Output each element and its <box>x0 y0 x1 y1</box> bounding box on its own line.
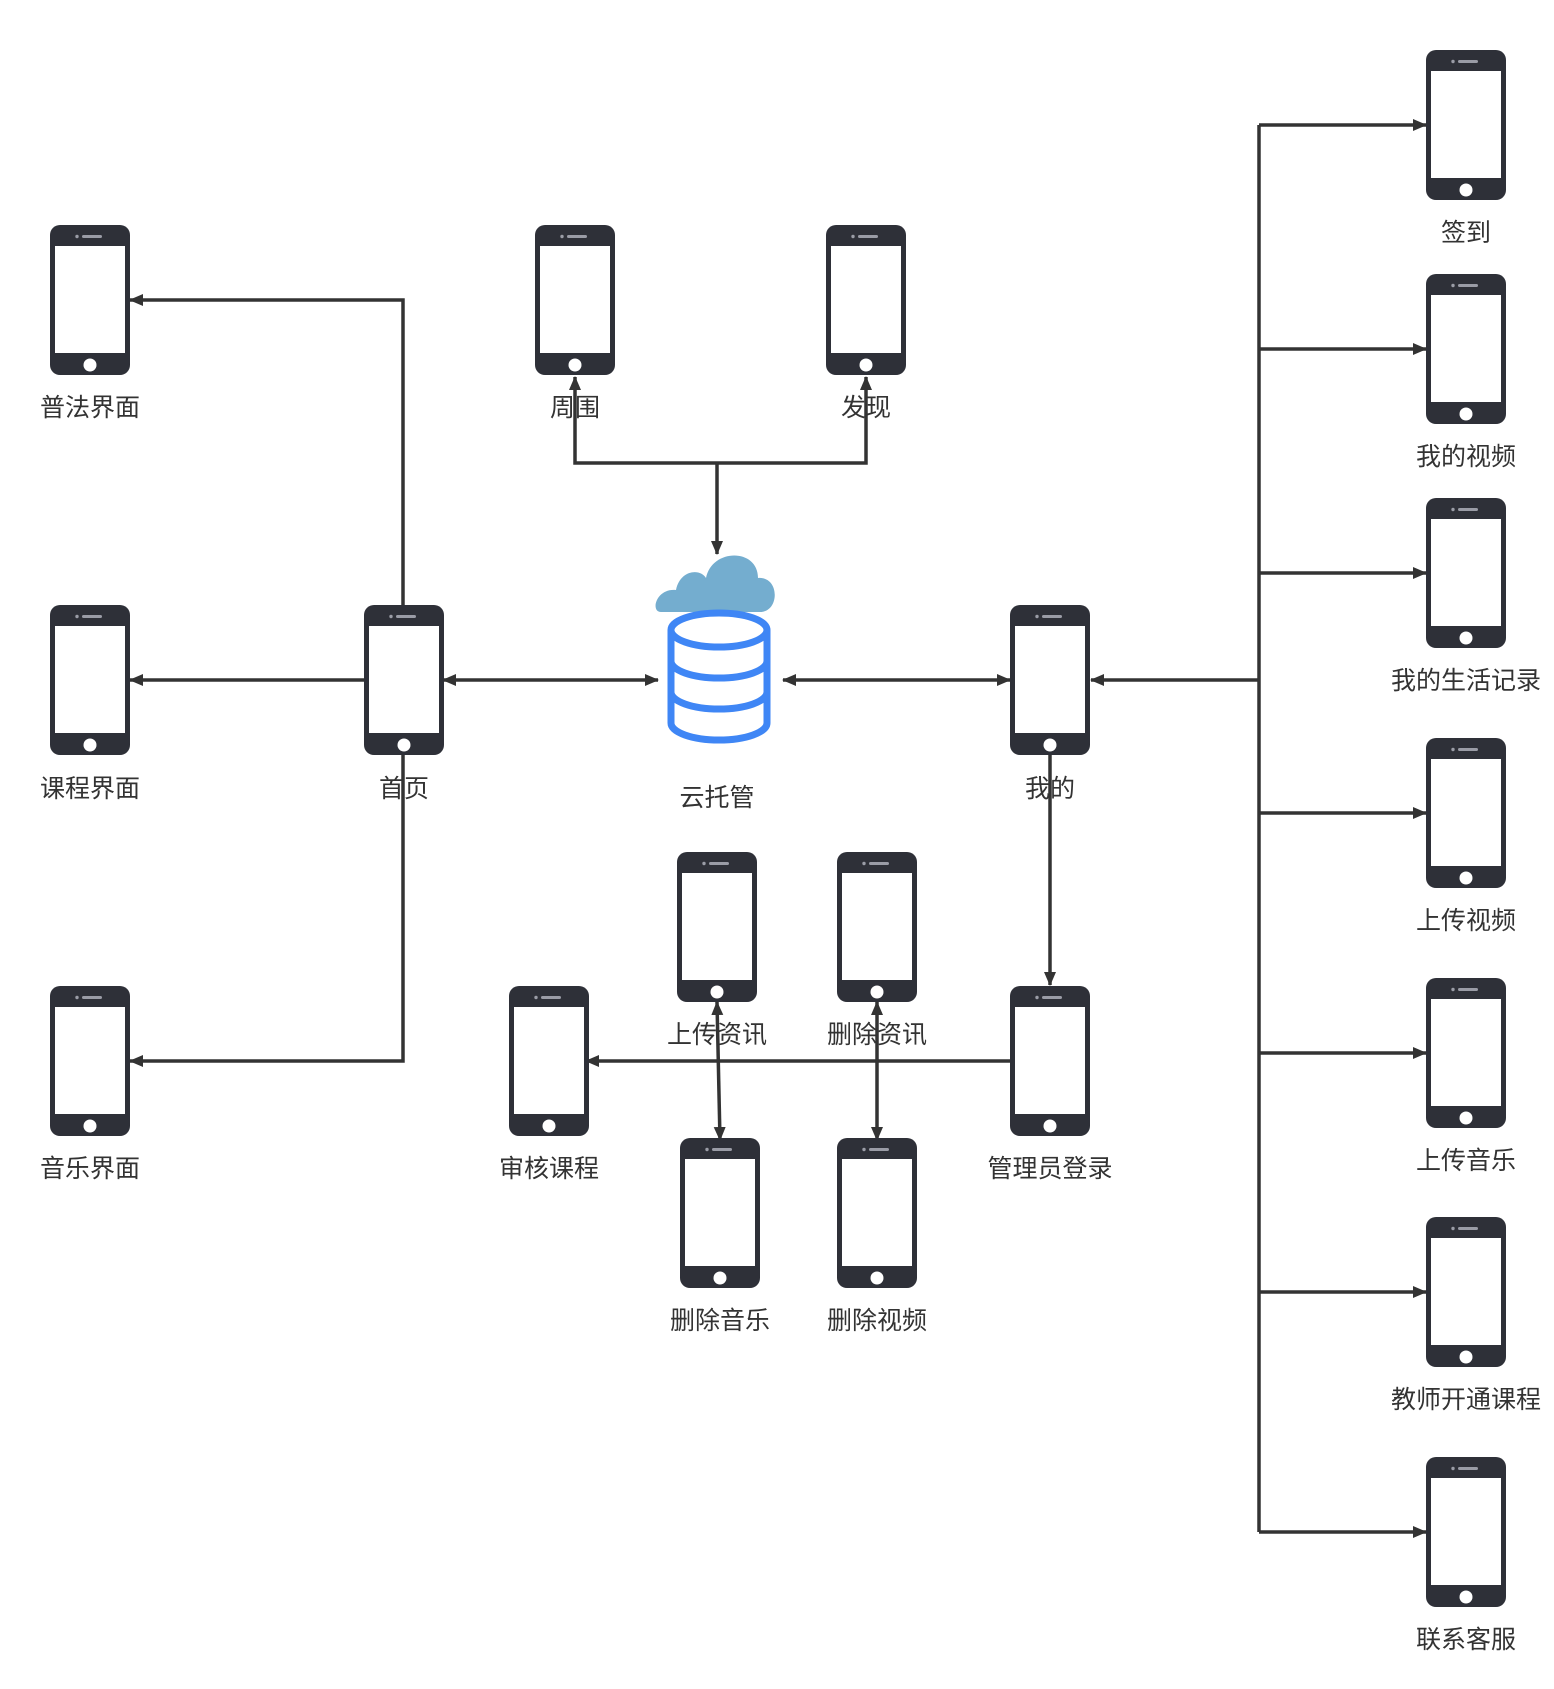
node-delete-music: 删除音乐 <box>670 1138 770 1335</box>
node-label: 周围 <box>550 393 600 422</box>
node-label: 教师开通课程 <box>1391 1385 1541 1414</box>
smartphone-icon <box>1426 498 1506 648</box>
smartphone-icon <box>535 225 615 375</box>
node-label: 审核课程 <box>499 1154 599 1183</box>
node-label: 删除视频 <box>827 1306 927 1335</box>
node-mine: 我的 <box>1010 605 1090 803</box>
node-review: 审核课程 <box>499 986 599 1183</box>
node-contact: 联系客服 <box>1416 1457 1516 1654</box>
edges <box>129 119 1427 1538</box>
edge-home-pufa <box>129 294 405 605</box>
node-label: 上传视频 <box>1416 906 1516 935</box>
smartphone-icon <box>50 605 130 755</box>
node-music: 音乐界面 <box>40 986 140 1183</box>
smartphone-icon <box>1426 1217 1506 1367</box>
node-label: 上传资讯 <box>667 1020 767 1049</box>
node-around: 周围 <box>535 225 615 422</box>
node-label: 联系客服 <box>1416 1625 1516 1654</box>
node-admin: 管理员登录 <box>987 986 1113 1183</box>
edge-upload-news-delete-music <box>711 1001 726 1141</box>
node-cloud: 云托管 <box>655 555 775 812</box>
smartphone-icon <box>1426 274 1506 424</box>
smartphone-icon <box>826 225 906 375</box>
smartphone-icon <box>1010 605 1090 755</box>
node-label: 删除音乐 <box>670 1306 770 1335</box>
smartphone-icon <box>1010 986 1090 1136</box>
node-home: 首页 <box>364 605 444 803</box>
node-teacher: 教师开通课程 <box>1391 1217 1541 1414</box>
node-pufa: 普法界面 <box>40 225 140 422</box>
smartphone-icon <box>1426 978 1506 1128</box>
node-label: 删除资讯 <box>827 1020 927 1049</box>
node-label: 上传音乐 <box>1416 1146 1516 1175</box>
node-delete-news: 删除资讯 <box>827 852 927 1049</box>
smartphone-icon <box>1426 1457 1506 1607</box>
smartphone-icon <box>50 986 130 1136</box>
node-label: 我的生活记录 <box>1391 666 1541 695</box>
smartphone-icon <box>677 852 757 1002</box>
node-label: 云托管 <box>679 783 754 812</box>
node-upload-news: 上传资讯 <box>667 852 767 1049</box>
smartphone-icon <box>837 852 917 1002</box>
node-signin: 签到 <box>1426 50 1506 247</box>
node-label: 我的视频 <box>1416 442 1516 471</box>
node-label: 首页 <box>379 774 429 803</box>
node-delete-video: 删除视频 <box>827 1138 927 1335</box>
node-my-life: 我的生活记录 <box>1391 498 1541 695</box>
smartphone-icon <box>364 605 444 755</box>
node-discover: 发现 <box>826 225 906 422</box>
edge-around-branch <box>569 376 872 465</box>
edge-home-music <box>129 755 405 1067</box>
smartphone-icon <box>1426 738 1506 888</box>
node-label: 普法界面 <box>40 393 140 422</box>
node-label: 课程界面 <box>40 774 140 803</box>
node-upload-music: 上传音乐 <box>1416 978 1516 1175</box>
node-label: 发现 <box>841 393 891 422</box>
node-label: 签到 <box>1441 218 1491 247</box>
smartphone-icon <box>680 1138 760 1288</box>
node-label: 我的 <box>1025 774 1075 803</box>
smartphone-icon <box>50 225 130 375</box>
node-course: 课程界面 <box>40 605 140 803</box>
node-label: 音乐界面 <box>40 1154 140 1183</box>
smartphone-icon <box>509 986 589 1136</box>
node-label: 管理员登录 <box>987 1154 1112 1183</box>
node-upload-video: 上传视频 <box>1416 738 1516 935</box>
smartphone-icon <box>837 1138 917 1288</box>
smartphone-icon <box>1426 50 1506 200</box>
node-my-video: 我的视频 <box>1416 274 1516 471</box>
cloud-database-icon <box>655 555 775 744</box>
nodes: 签到 我的视频 我的生活记录 上传视频 上传音乐 教师开通课程 联系客服 <box>40 50 1541 1654</box>
